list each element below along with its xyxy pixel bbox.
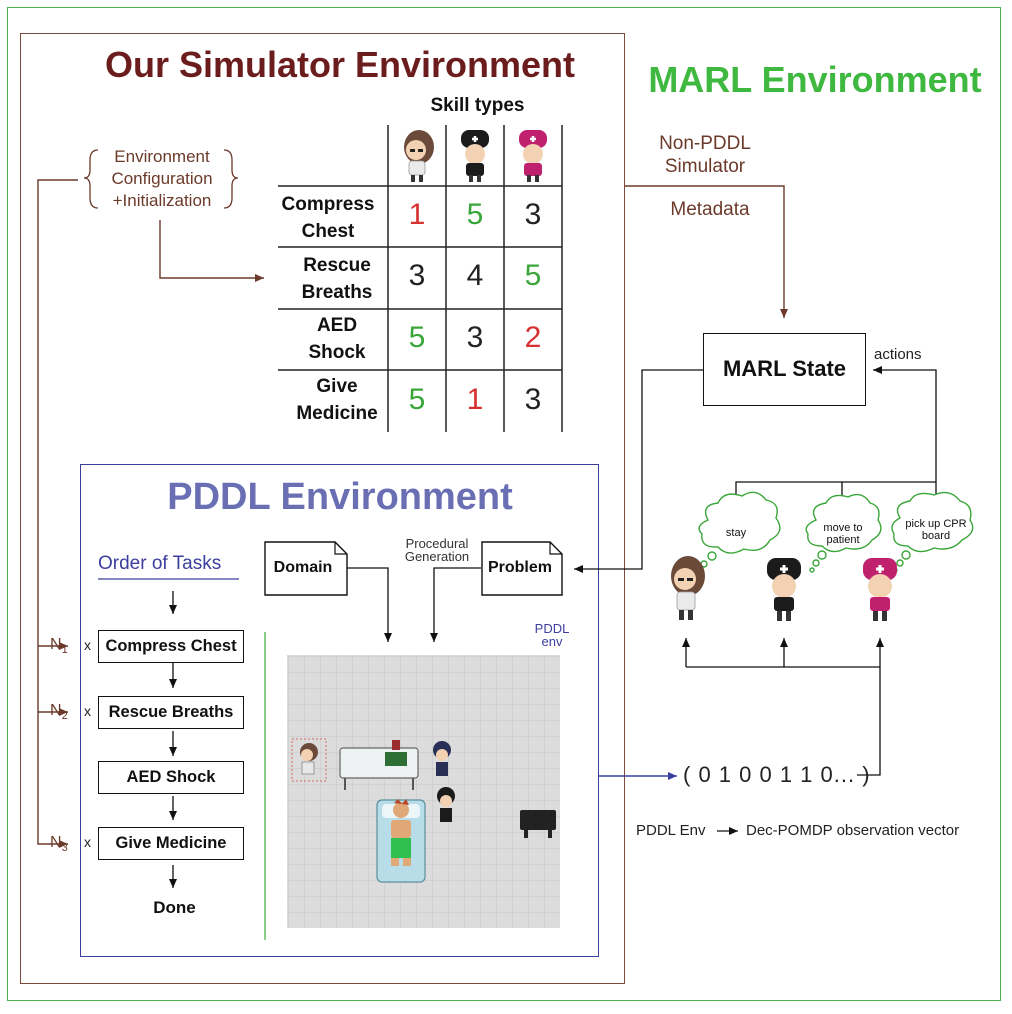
score-cell: 4: [466, 259, 484, 292]
pddl-env-label: PDDL env: [534, 621, 570, 649]
simulator-environment-frame: [20, 33, 625, 984]
thought-pickup-text: pick up CPR board: [905, 518, 967, 542]
thought-cloud-stay: [695, 491, 781, 574]
procedural-generation-label: Procedural Generation: [404, 536, 470, 564]
metadata-label: Metadata: [670, 199, 750, 220]
non-pddl-simulator-label: Non-PDDL Simulator: [659, 133, 751, 177]
task-compress-chest: Compress Chest: [98, 630, 244, 663]
thought-move-text: move to patient: [823, 522, 863, 546]
problem-doc-shape: [481, 541, 563, 596]
score-cell: 3: [466, 321, 484, 354]
marl-environment-frame: [7, 7, 1001, 1001]
marl-title: MARL Environment: [648, 59, 982, 100]
obs-to-agents-arrow: [857, 638, 884, 776]
legend-dec-pomdp: Dec-POMDP observation vector: [746, 822, 960, 839]
score-cell: 1: [408, 198, 426, 231]
order-of-tasks-label: Order of Tasks: [98, 553, 222, 574]
multiplier-x-1: x: [84, 637, 91, 653]
simulator-title: Our Simulator Environment: [104, 44, 576, 85]
score-cell: 5: [408, 321, 426, 354]
config-to-n3-arrow: [37, 179, 78, 848]
problem-to-env-arrow: [430, 567, 481, 642]
domain-doc-shape: [264, 541, 348, 596]
multiplier-x-3: x: [84, 834, 91, 850]
pddl-grid-map: [287, 655, 560, 928]
skill-table-agent-icons: [404, 130, 547, 182]
state-to-problem-arrow: [574, 369, 703, 573]
agent-magenta-hat-icon: [519, 130, 547, 182]
agent-black-hat-icon: [461, 130, 489, 182]
thought-cloud-pickup: [891, 491, 974, 573]
legend-pddl-env: PDDL Env: [636, 822, 706, 839]
problem-label: Problem: [487, 559, 552, 576]
domain-to-env-arrow: [347, 567, 392, 642]
n3-label: N3: [50, 834, 68, 855]
n1-label: N1: [50, 636, 68, 657]
score-cell: 5: [524, 259, 542, 292]
observation-vector: ( 0 1 0 0 1 1 0... ): [683, 762, 871, 787]
score-cell: 3: [524, 198, 542, 231]
score-cell: 1: [466, 383, 484, 416]
config-to-table-arrow: [159, 220, 264, 282]
skill-table-grid: [278, 125, 563, 432]
skill-types-header: Skill types: [430, 95, 525, 116]
score-cell: 2: [524, 321, 542, 354]
task-aed-shock: AED Shock: [98, 761, 244, 794]
multiplier-x-2: x: [84, 703, 91, 719]
config-brace: [83, 149, 239, 209]
score-cell: 3: [408, 259, 426, 292]
pddl-title: PDDL Environment: [167, 476, 513, 518]
task-give-medicine: Give Medicine: [98, 827, 244, 860]
environment-config-label: Environment Configuration +Initializatio…: [111, 147, 213, 210]
agent-brown-hair-figure: [671, 556, 705, 620]
marl-agents: [671, 556, 897, 621]
simulator-to-marl-state-arrow: [625, 185, 788, 318]
agent-magenta-hat-figure: [863, 558, 897, 621]
pddl-environment-frame: [80, 464, 599, 957]
thought-cloud-move: [805, 493, 882, 573]
task-rescue-breaths: Rescue Breaths: [98, 696, 244, 729]
n2-label: N2: [50, 702, 68, 723]
agent-brown-hair-icon: [404, 130, 434, 182]
task-done: Done: [153, 898, 196, 917]
domain-label: Domain: [273, 559, 333, 576]
score-cell: 3: [524, 383, 542, 416]
score-cell: 5: [466, 198, 484, 231]
thought-stay-text: stay: [725, 527, 747, 539]
score-cell: 5: [408, 383, 426, 416]
agent-black-hat-figure: [767, 558, 801, 621]
actions-label: actions: [874, 346, 922, 363]
marl-state-box: MARL State: [703, 333, 866, 406]
